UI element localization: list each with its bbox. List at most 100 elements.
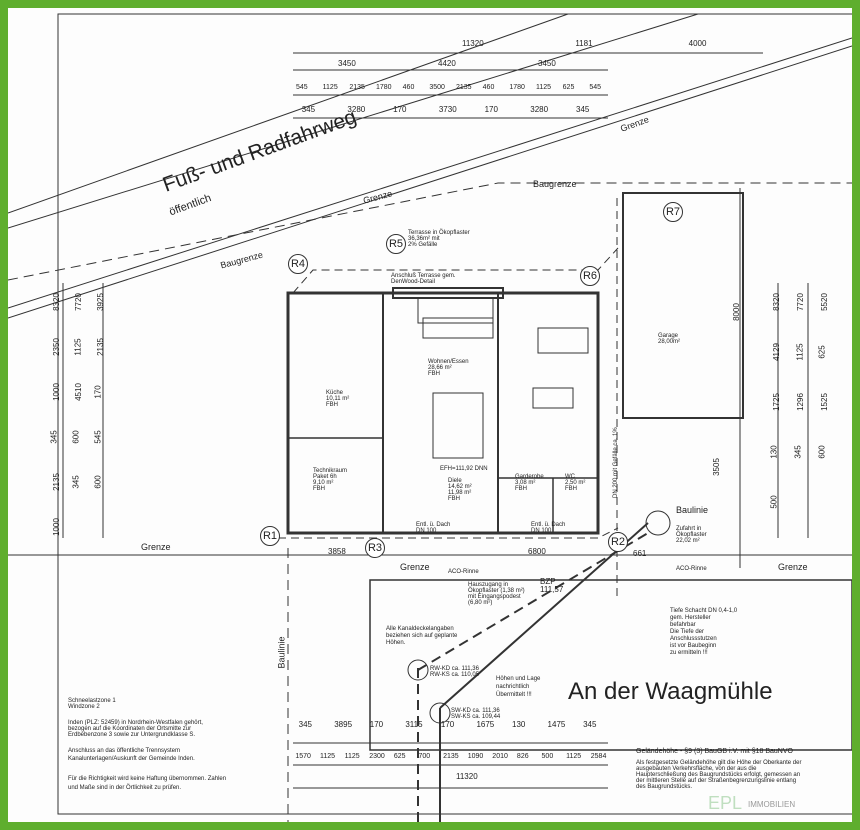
house-outline <box>286 291 600 535</box>
room-wc: 2,50 m² <box>565 480 586 486</box>
drain-label: DN 100 <box>531 528 552 534</box>
marker-r7: R7 <box>663 202 683 222</box>
note-disclaimer: und Maße sind in der Örtlichkeit zu prüf… <box>68 785 182 791</box>
dimension-label: 1475 <box>547 720 566 729</box>
dimension-total: 11320 <box>456 772 478 781</box>
dimension-label: 3280 <box>347 105 366 114</box>
dimension-label: 625 <box>393 753 406 760</box>
room-garage: Garage <box>658 333 679 339</box>
note-zones: Schneelastzone 1 <box>68 698 116 704</box>
room-wardrobe: FBH <box>515 486 527 492</box>
note-ground: des Baugrundstücks. <box>636 784 693 790</box>
dimension-label: 170 <box>93 385 103 399</box>
note-shaft: gem. Hersteller <box>670 615 711 621</box>
dimension-label: 345 <box>71 475 81 489</box>
dimension-label: 2135 <box>443 753 459 760</box>
marker-r6: R6 <box>580 266 600 286</box>
note-heights: Übermittelt !!! <box>496 692 532 698</box>
dimension-label: 1125 <box>566 753 582 760</box>
dimension-label: 545 <box>93 430 103 444</box>
street-area <box>369 579 852 751</box>
note-sewer: Alle Kanaldeckelangaben <box>386 626 454 632</box>
dimension-label: 3505 <box>711 458 721 476</box>
sw-label: SW-KD ca. 111,36 <box>451 708 500 714</box>
note-ground: ausgebauten Verkehrsfläche, von der aus … <box>636 766 757 772</box>
dimension-label: 1125 <box>73 338 83 356</box>
dimension-label: 545 <box>589 84 602 91</box>
dimension-label: 345 <box>793 445 803 459</box>
dimension-label: 8320 <box>51 293 61 311</box>
marker-r5: R5 <box>386 234 406 254</box>
note-shaft: zu ermitteln !!! <box>670 650 708 656</box>
room-garage: 28,00m² <box>658 339 681 345</box>
drain-label: DN 100 <box>416 528 437 534</box>
dimension-label: 2135 <box>51 473 61 491</box>
dimension-label: 11320 <box>462 39 484 48</box>
note-shaft: ist vor Baubeginn <box>670 643 717 649</box>
terrace-label: Terrasse in Ökopflaster <box>408 230 470 236</box>
dimension-label: 1125 <box>344 753 360 760</box>
dimension-label: 460 <box>402 84 415 91</box>
marker-r2: R2 <box>608 532 628 552</box>
note-ground: Als festgesetzte Geländehöhe gilt die Hö… <box>636 760 802 766</box>
dimension-label: 3280 <box>530 105 549 114</box>
dimension-label: 130 <box>769 445 779 459</box>
watermark-brand: EPL <box>708 793 743 813</box>
room-living: 28,66 m² <box>428 365 452 371</box>
note-sewer: Höhen. <box>386 640 406 646</box>
dimension-label: 5520 <box>819 293 829 311</box>
garage-outline <box>622 192 744 419</box>
note-connection: Anschluss an das öffentliche Trennsystem <box>68 748 180 754</box>
bzp-label: 111,57 <box>540 585 564 594</box>
street-name: An der Waagmühle <box>568 678 773 705</box>
dimension-label: 4129 <box>771 343 781 361</box>
dimension-label: 3858 <box>328 547 346 556</box>
dimension-label: 545 <box>296 84 308 91</box>
road-line <box>8 45 852 319</box>
terrace-note: Anschluß Terrasse gem. <box>391 273 456 279</box>
room-kitchen: 10,11 m² <box>326 396 350 402</box>
pipe-label: DN 200 mit Gefälle ca. 1% <box>613 427 619 498</box>
dimension-label: 345 <box>49 430 59 444</box>
dimension-label: 4000 <box>688 39 707 48</box>
dimension-label: 1780 <box>376 84 392 91</box>
dimension-label: 170 <box>393 105 407 114</box>
room-kitchen: FBH <box>326 402 338 408</box>
grenze-label: Grenze <box>400 562 430 572</box>
driveway-label: Ökopflaster <box>676 532 707 538</box>
aco-label: ACO-Rinne <box>448 569 479 575</box>
dimension-label: 1181 <box>575 39 593 48</box>
dimension-label: 6800 <box>528 547 546 556</box>
dimension-label: 1780 <box>509 84 525 91</box>
dimension-label: 170 <box>369 720 384 729</box>
note-ground: Haupterschließung des Baugrundstücks erf… <box>636 772 801 778</box>
entrance-label: Ökopflaster (1,38 m²) <box>468 588 525 594</box>
site-plan-sheet: Fuß- und Radfahrweg öffentlich An der Wa… <box>8 8 852 822</box>
dimension-label: 3730 <box>438 105 457 114</box>
dimension-label: 1090 <box>467 753 484 760</box>
dimension-label: 4420 <box>438 59 456 68</box>
room-living: Wohnen/Essen <box>428 359 469 365</box>
dimension-label: 7720 <box>795 293 805 311</box>
dimension-label: 3925 <box>95 293 105 311</box>
dimension-label: 2135 <box>349 84 365 91</box>
entrance-label: (6,80 m²) <box>468 600 493 606</box>
room-hall: 14,62 m² <box>448 484 472 490</box>
baugrenze-line <box>8 182 852 281</box>
room-wc: WC <box>565 474 575 480</box>
dimension-label: 1125 <box>795 343 805 361</box>
dimension-label: 625 <box>562 84 575 91</box>
room-tech: Paket 6h <box>313 474 337 480</box>
note-shaft: Anschlussstutzen <box>670 636 717 642</box>
dimension-label: 170 <box>440 720 455 729</box>
dimension-label: 500 <box>541 753 554 760</box>
dimension-label: 3450 <box>338 59 356 68</box>
dimension-label: 2010 <box>492 753 508 760</box>
dimension-label: 2135 <box>456 84 472 91</box>
dimension-label: 345 <box>576 105 590 114</box>
grenze-label: Grenze <box>141 542 171 552</box>
driveway-label: 22,02 m² <box>676 538 700 544</box>
road-line <box>8 13 569 214</box>
note-location: Inden (PLZ: 52459) in Nordrhein-Westfale… <box>68 720 203 726</box>
